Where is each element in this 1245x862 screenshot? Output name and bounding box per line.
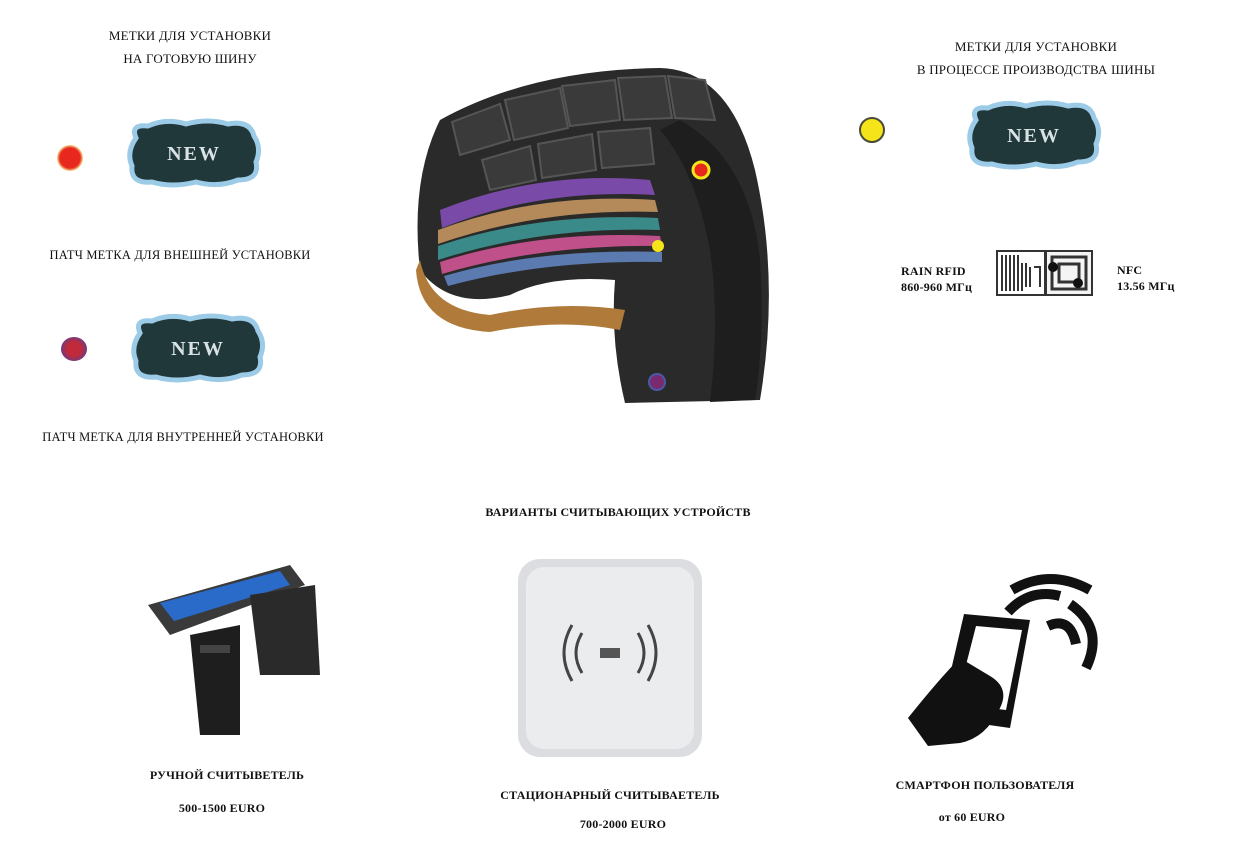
purple-tag-dot	[61, 337, 87, 361]
tire-purple-tag-dot	[648, 373, 666, 391]
stationary-reader-image	[512, 553, 707, 763]
right-title-line1: МЕТКИ ДЛЯ УСТАНОВКИ	[954, 39, 1118, 54]
readers-title: ВАРИАНТЫ СЧИТЫВАЮЩИХ УСТРОЙСТВ	[485, 505, 751, 519]
nfc-line2: 13.56 МГц	[1117, 279, 1175, 293]
patch-internal-label: ПАТЧ МЕТКА ДЛЯ ВНУТРЕННЕЙ УСТАНОВКИ	[42, 430, 324, 444]
reader-price-handheld: 500-1500 EURO	[178, 801, 266, 815]
left-title-line1: МЕТКИ ДЛЯ УСТАНОВКИ	[108, 28, 272, 43]
reader-label-smartphone: СМАРТФОН ПОЛЬЗОВАТЕЛЯ	[895, 778, 1075, 792]
patch-external-label: ПАТЧ МЕТКА ДЛЯ ВНЕШНЕЙ УСТАНОВКИ	[49, 248, 311, 262]
red-tag-dot	[57, 145, 83, 171]
handheld-reader-image	[140, 555, 325, 740]
rfid-nfc-chip-icon	[996, 249, 1094, 297]
left-title-line2: НА ГОТОВУЮ ШИНУ	[123, 51, 257, 66]
badge-text-1: NEW	[167, 143, 221, 165]
reader-price-stationary: 700-2000 EURO	[579, 817, 667, 831]
tire-cross-section-image	[410, 60, 785, 405]
reader-label-stationary: СТАЦИОНАРНЫЙ СЧИТЫВАЕТЕЛЬ	[500, 788, 720, 802]
reader-logo-icon	[600, 648, 620, 658]
new-badge-production: NEW	[966, 100, 1102, 170]
right-title: МЕТКИ ДЛЯ УСТАНОВКИ В ПРОЦЕССЕ ПРОИЗВОДС…	[917, 35, 1155, 81]
rain-rfid-line2: 860-960 МГц	[901, 280, 973, 294]
smartphone-nfc-icon	[900, 568, 1105, 748]
nfc-label: NFC 13.56 МГц	[1117, 262, 1175, 294]
rain-rfid-label: RAIN RFID 860-960 МГц	[901, 263, 972, 295]
tire-yellow-tag-dot	[652, 240, 664, 252]
yellow-tag-dot	[859, 117, 885, 143]
badge-text-2: NEW	[171, 338, 225, 360]
left-title: МЕТКИ ДЛЯ УСТАНОВКИ НА ГОТОВУЮ ШИНУ	[109, 24, 271, 70]
tire-red-tag-dot	[691, 160, 711, 180]
badge-text-3: NEW	[1007, 125, 1061, 147]
new-badge-internal: NEW	[130, 313, 266, 383]
nfc-line1: NFC	[1117, 263, 1143, 277]
rain-rfid-line1: RAIN RFID	[901, 264, 966, 278]
right-title-line2: В ПРОЦЕССЕ ПРОИЗВОДСТВА ШИНЫ	[916, 62, 1156, 77]
new-badge-external: NEW	[126, 118, 262, 188]
reader-price-smartphone: от 60 EURO	[938, 810, 1006, 824]
reader-label-handheld: РУЧНОЙ СЧИТЫВЕТЕЛЬ	[149, 768, 305, 782]
